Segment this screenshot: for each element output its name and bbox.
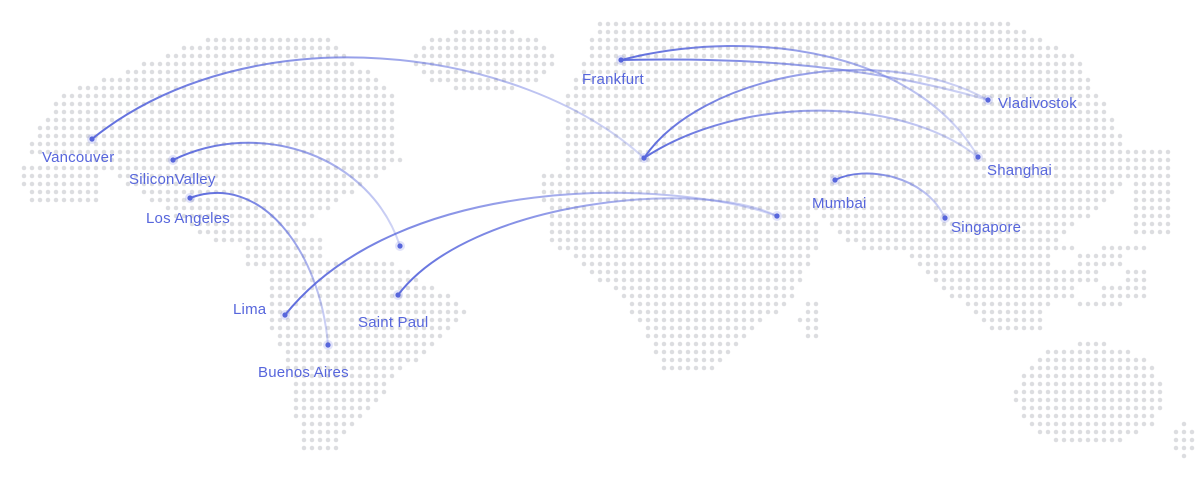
city-label: Lima [233,301,267,318]
city-label: Mumbai [812,195,867,212]
city-marker-dot [942,215,948,221]
city-label: Los Angeles [146,210,230,227]
world-dot-grid [21,21,1195,459]
city-marker-dot [395,292,401,298]
route-arc [172,141,401,247]
route-arc [620,45,979,158]
route-endpoint-dot [774,213,780,219]
route-endpoint-dot [641,155,647,161]
city-marker-dot [187,195,193,201]
route-arc [397,197,778,296]
route-arc [189,192,329,346]
route-arc [91,56,645,159]
city-marker-dot [975,154,981,160]
route-endpoint-dot [397,243,403,249]
city-marker-dot [282,312,288,318]
city-label: Frankfurt [582,71,644,88]
city-label: Shanghai [987,162,1052,179]
city-label: Singapore [951,219,1021,236]
city-label: SiliconValley [129,171,216,188]
route-arc [834,172,946,219]
city-marker-dot [170,157,176,163]
city-markers [87,55,993,350]
route-arcs [91,45,989,346]
city-label: Buenos Aires [258,364,349,381]
city-label: Saint Paul [358,314,428,331]
route-arc [643,68,989,159]
city-label: Vladivostok [998,95,1077,112]
route-arc [620,58,989,101]
city-marker-dot [89,136,95,142]
city-marker-dot [832,177,838,183]
route-arc [643,109,979,159]
city-marker-dot [618,57,624,63]
city-label: Vancouver [42,149,114,166]
city-marker-dot [985,97,991,103]
city-marker-dot [325,342,331,348]
